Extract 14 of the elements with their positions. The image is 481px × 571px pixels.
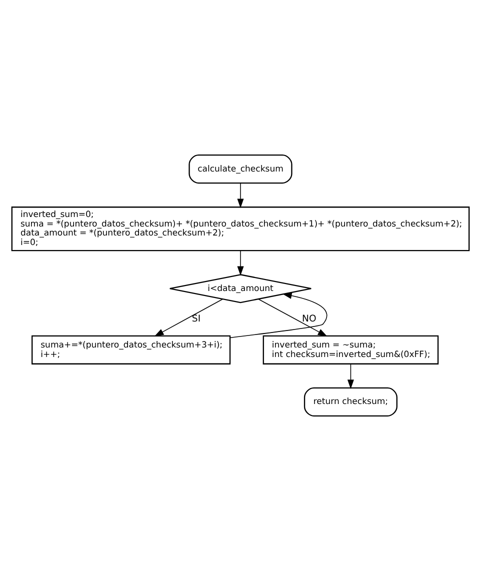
arrow xyxy=(237,250,244,276)
arrow xyxy=(347,364,354,389)
node-box: calculate_checksum xyxy=(188,154,292,184)
node-box: inverted_sum = ~suma; int checksum=inverted_sum&(0xFF); xyxy=(262,335,439,364)
arrow xyxy=(230,292,328,338)
edge-label: NO xyxy=(302,314,316,325)
arrow xyxy=(154,298,224,336)
node-box: suma+=*(puntero_datos_checksum+3+i); i++; xyxy=(32,335,231,364)
edge-label: SI xyxy=(192,314,201,325)
node-diamond: i<data_amount xyxy=(169,274,312,304)
node-box: inverted_sum=0; suma = *(puntero_datos_checksum)+ *(puntero_datos_checksum+1)+ *(puntero_datos_checksum+2); data_amount = *(puntero_datos_checksum+2); i=0; xyxy=(11,206,470,252)
arrow xyxy=(258,298,328,336)
node-box: return checksum; xyxy=(304,387,398,416)
arrow xyxy=(237,182,244,208)
